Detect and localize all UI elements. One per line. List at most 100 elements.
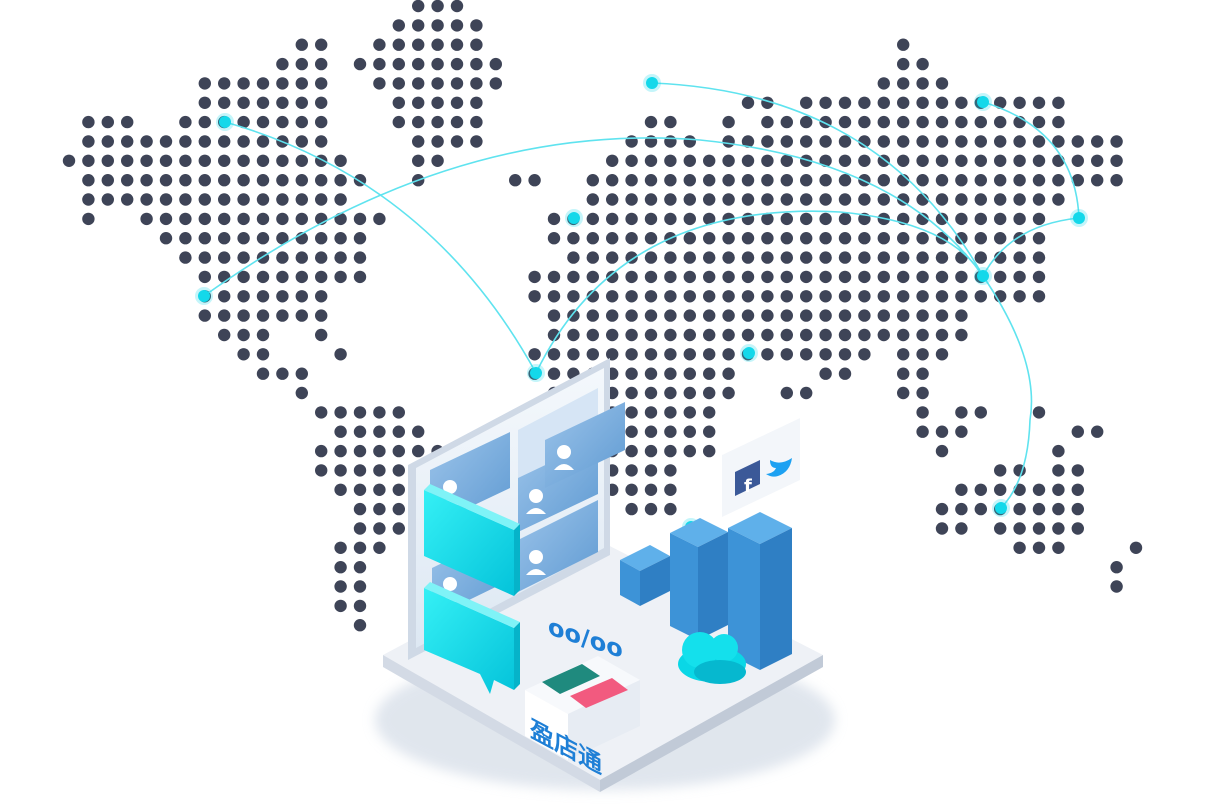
map-dot — [916, 367, 929, 380]
map-dot — [955, 483, 968, 496]
map-dot — [237, 251, 250, 264]
map-dot — [450, 96, 464, 110]
map-dot — [567, 232, 580, 245]
map-dot — [315, 444, 328, 458]
map-dot — [353, 464, 367, 477]
map-dot — [858, 328, 871, 342]
map-dot — [761, 270, 774, 284]
map-dot — [955, 135, 968, 148]
chat-bubble-icon — [424, 484, 520, 596]
map-dot — [644, 309, 658, 322]
map-dot — [373, 502, 386, 516]
map-dot — [586, 328, 599, 342]
map-dot — [606, 328, 619, 342]
map-dot — [1032, 232, 1046, 245]
map-dot — [703, 386, 716, 400]
map-dot — [897, 309, 910, 322]
map-dot — [528, 348, 541, 361]
map-dot — [198, 154, 211, 167]
map-dot — [121, 174, 134, 187]
map-dot — [412, 96, 425, 110]
map-dot — [392, 115, 405, 129]
map-dot — [916, 174, 929, 187]
map-dot — [1032, 193, 1046, 206]
map-dot — [179, 232, 192, 245]
map-dot — [353, 541, 367, 554]
route-line — [224, 121, 537, 374]
map-dot — [780, 212, 793, 226]
map-dot — [218, 290, 231, 303]
map-dot — [897, 115, 910, 129]
map-dot — [858, 96, 871, 110]
map-dot — [644, 328, 658, 342]
map-dot — [237, 174, 250, 187]
route-node — [219, 116, 231, 128]
map-dot — [916, 425, 929, 438]
map-dot — [1032, 483, 1046, 496]
map-dot — [567, 270, 580, 284]
map-dot — [683, 232, 696, 245]
map-dot — [625, 212, 638, 226]
map-dot — [625, 270, 638, 284]
map-dot — [276, 77, 289, 90]
map-dot — [916, 309, 929, 322]
map-dot — [547, 309, 561, 322]
map-dot — [664, 309, 677, 322]
map-dot — [1110, 580, 1123, 593]
map-dot — [916, 290, 929, 303]
map-dot — [315, 309, 328, 322]
map-dot — [1071, 135, 1085, 148]
map-dot — [761, 154, 774, 167]
map-dot — [528, 290, 541, 303]
map-dot — [916, 57, 929, 71]
route-node — [977, 270, 989, 282]
map-dot — [431, 96, 444, 110]
map-dot — [644, 232, 658, 245]
map-dot — [974, 290, 987, 303]
map-dot — [276, 290, 289, 303]
route-node — [995, 502, 1007, 514]
map-dot — [994, 212, 1007, 226]
map-dot — [431, 77, 444, 90]
map-dot — [819, 174, 832, 187]
map-dot — [179, 135, 192, 148]
map-dot — [82, 174, 95, 187]
map-dot — [431, 57, 444, 71]
map-dot — [373, 464, 386, 477]
map-dot — [741, 328, 755, 342]
map-dot — [625, 135, 638, 148]
map-dot — [897, 386, 910, 400]
map-dot — [276, 309, 289, 322]
map-dot — [315, 115, 328, 129]
map-dot — [392, 425, 405, 438]
map-dot — [1032, 502, 1046, 516]
map-dot — [644, 193, 658, 206]
map-dot — [800, 270, 813, 284]
map-dot — [664, 251, 677, 264]
map-dot — [761, 115, 774, 129]
map-dot — [916, 328, 929, 342]
map-dot — [800, 135, 813, 148]
map-dot — [664, 464, 677, 477]
map-dot — [838, 154, 852, 167]
map-dot — [955, 522, 968, 535]
map-dot — [1052, 174, 1065, 187]
map-dot — [1013, 270, 1026, 284]
map-dot — [625, 193, 638, 206]
map-dot — [509, 174, 522, 187]
map-dot — [703, 232, 716, 245]
map-dot — [256, 135, 270, 148]
map-dot — [470, 115, 483, 129]
map-dot — [703, 251, 716, 264]
map-dot — [256, 115, 270, 129]
map-dot — [1052, 483, 1065, 496]
map-dot — [547, 328, 561, 342]
map-dot — [625, 406, 638, 419]
map-dot — [315, 38, 328, 51]
map-dot — [547, 348, 561, 361]
map-dot — [722, 386, 735, 400]
map-dot — [353, 251, 367, 264]
map-dot — [722, 232, 735, 245]
map-dot — [334, 251, 347, 264]
map-dot — [373, 212, 386, 226]
